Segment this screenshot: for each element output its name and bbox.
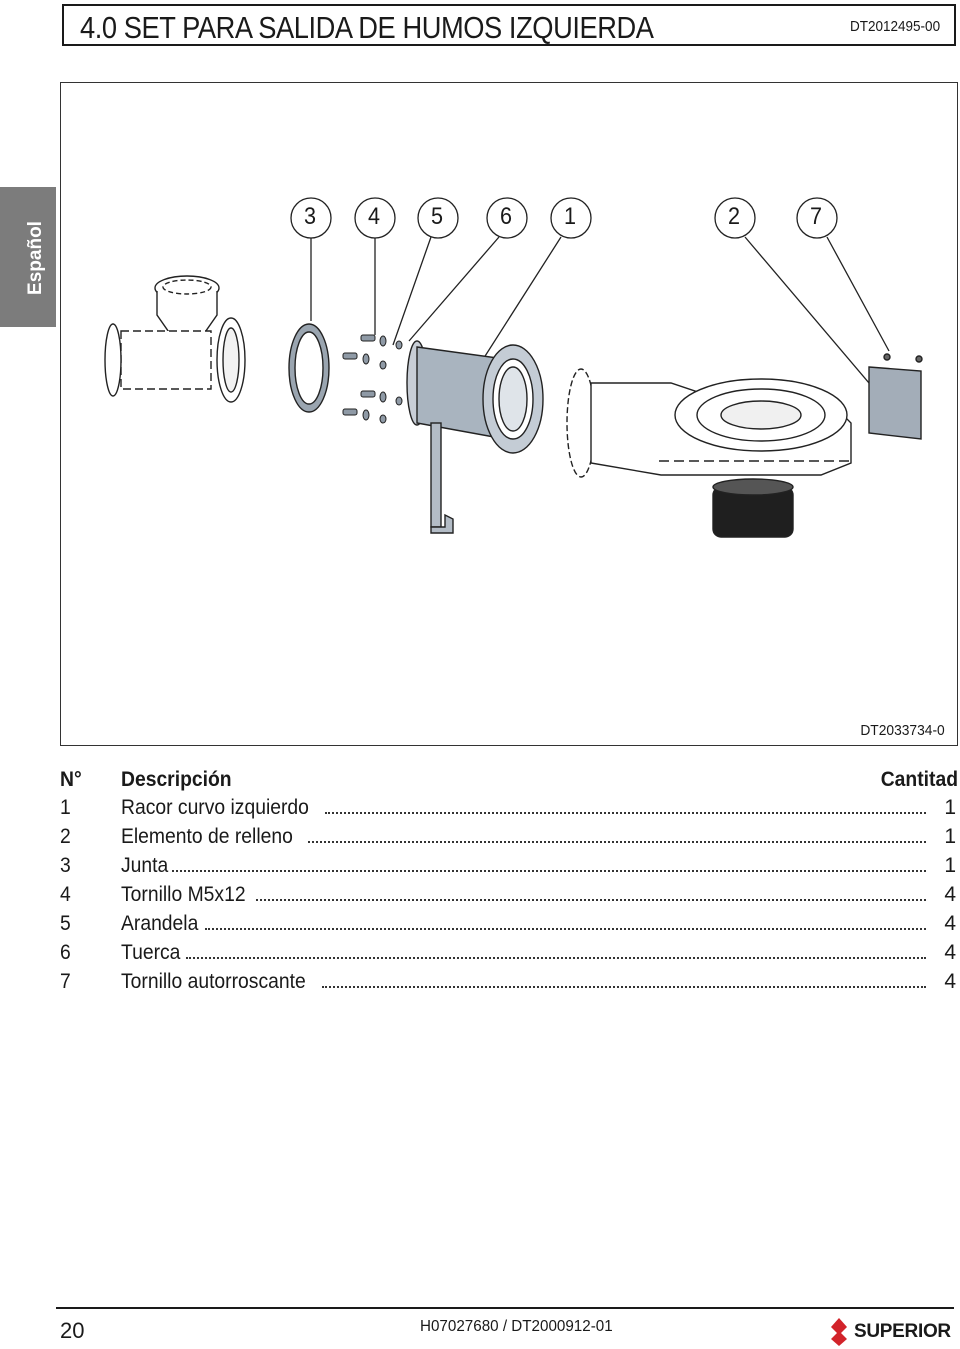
callout-label-4: 4	[367, 203, 381, 230]
row-desc: Arandela	[121, 912, 199, 935]
row-qty: 4	[944, 941, 956, 964]
callout-label-6: 6	[499, 203, 513, 230]
callout-label-2: 2	[727, 203, 741, 230]
table-row: 2 Elemento de relleno 1	[60, 825, 958, 854]
flame-icon	[831, 1318, 847, 1346]
row-desc: Tornillo autorroscante	[121, 970, 306, 993]
table-header: N° Descripción Cantitad	[60, 768, 958, 796]
table-row: 4 Tornillo M5x12 4	[60, 883, 958, 912]
table-row: 3 Junta 1	[60, 854, 958, 883]
page-title: 4.0 SET PARA SALIDA DE HUMOS IZQUIERDA	[80, 10, 654, 45]
title-box: 4.0 SET PARA SALIDA DE HUMOS IZQUIERDA D…	[62, 4, 956, 46]
header-num: N°	[60, 768, 82, 791]
footer-code: H07027680 / DT2000912-01	[420, 1318, 613, 1335]
row-qty: 1	[944, 854, 956, 877]
row-qty: 1	[944, 796, 956, 819]
row-qty: 1	[944, 825, 956, 848]
brand-logo: SUPERIOR	[828, 1316, 951, 1348]
row-qty: 4	[944, 883, 956, 906]
leader-dots	[172, 870, 926, 872]
page-number: 20	[60, 1318, 85, 1343]
language-label: Español	[25, 221, 46, 295]
row-num: 2	[60, 825, 71, 848]
leader-dots	[205, 928, 926, 930]
row-desc: Tuerca	[121, 941, 181, 964]
drawing-code: DT2033734-0	[860, 722, 945, 739]
footer-rule	[56, 1307, 954, 1309]
row-qty: 4	[944, 912, 956, 935]
callout-label-5: 5	[430, 203, 444, 230]
callout-7-circle	[796, 197, 838, 239]
parts-table: N° Descripción Cantitad 1 Racor curvo iz…	[60, 768, 958, 999]
brand-name: SUPERIOR	[854, 1321, 951, 1342]
row-desc: Tornillo M5x12	[121, 883, 246, 906]
row-num: 5	[60, 912, 71, 935]
document-code: DT2012495-00	[849, 18, 940, 35]
row-desc: Junta	[121, 854, 169, 877]
leader-dots	[321, 986, 926, 988]
row-num: 4	[60, 883, 71, 906]
table-row: 1 Racor curvo izquierdo 1	[60, 796, 958, 825]
row-qty: 4	[944, 970, 956, 993]
header-desc: Descripción	[121, 768, 232, 791]
table-row: 5 Arandela 4	[60, 912, 958, 941]
row-desc: Racor curvo izquierdo	[121, 796, 309, 819]
table-row: 7 Tornillo autorroscante 4	[60, 970, 958, 999]
callout-label-3: 3	[303, 203, 317, 230]
row-num: 7	[60, 970, 71, 993]
drawing-svg	[104, 197, 923, 538]
exploded-drawing: DT2033734-0	[60, 82, 958, 746]
callout-6-circle	[486, 197, 528, 239]
table-row: 6 Tuerca 4	[60, 941, 958, 970]
row-num: 6	[60, 941, 71, 964]
leader-dots	[185, 957, 926, 959]
language-tab	[0, 187, 56, 327]
callout-label-7: 7	[809, 203, 823, 230]
row-desc: Elemento de relleno	[121, 825, 293, 848]
callout-2-circle	[714, 197, 756, 239]
callout-1-circle	[550, 197, 592, 239]
callout-5-circle	[417, 197, 459, 239]
row-num: 1	[60, 796, 71, 819]
leader-dots	[307, 841, 926, 843]
leader-dots	[256, 899, 926, 901]
callout-label-1: 1	[563, 203, 577, 230]
row-num: 3	[60, 854, 71, 877]
header-qty: Cantitad	[880, 768, 958, 791]
leader-dots	[325, 812, 926, 814]
